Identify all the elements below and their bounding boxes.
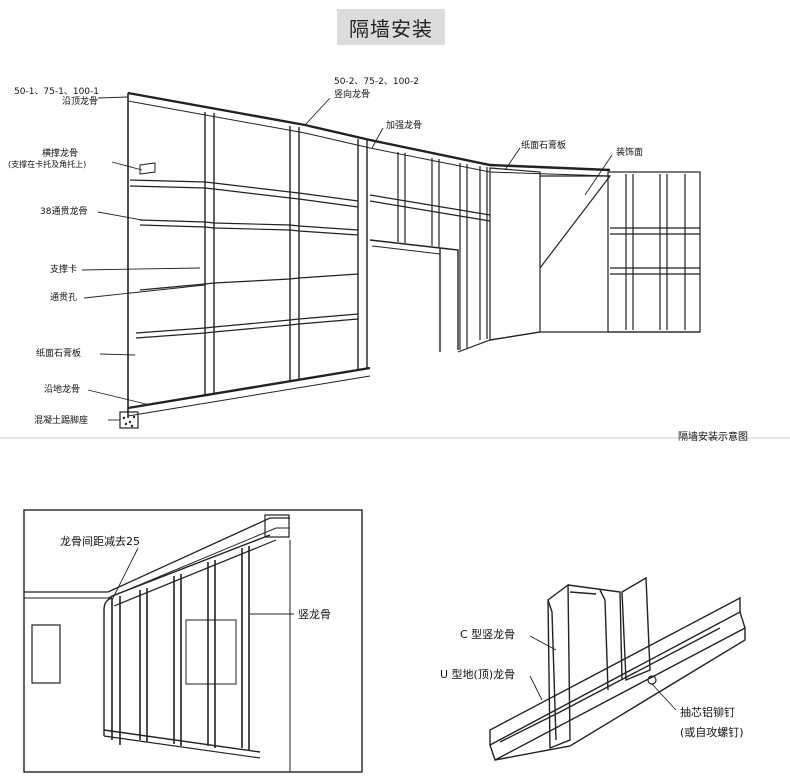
- vertical-studs: [204, 112, 368, 395]
- label-u-track: U 型地(顶)龙骨: [440, 667, 515, 681]
- bottom-left-diagram: [23, 509, 363, 773]
- label-top-track: 沿顶龙骨: [62, 95, 98, 107]
- top-caption: 隔墙安装示意图: [678, 430, 748, 443]
- page-title: 隔墙安装: [337, 9, 445, 45]
- label-floor-track: 沿地龙骨: [44, 383, 80, 395]
- bottom-right-diagram: [489, 576, 746, 762]
- label-board-left: 纸面石膏板: [36, 347, 81, 359]
- label-through-hole: 通贯孔: [50, 292, 77, 303]
- top-labels: 50-1、75-1、100-1 沿顶龙骨 50-2、75-2、100-2 竖向龙…: [8, 77, 748, 443]
- bottom-studs: [111, 546, 250, 750]
- bottom-right-labels: C 型竖龙骨 U 型地(顶)龙骨 抽芯铝铆钉 (或自攻螺钉): [440, 627, 744, 739]
- label-board-right: 纸面石膏板: [521, 139, 566, 151]
- bottom-left-labels: 龙骨间距减去25 竖龙骨: [60, 535, 331, 621]
- label-vertical-stud: 竖龙骨: [298, 608, 331, 621]
- floor-track: [127, 366, 371, 410]
- label-c-stud: C 型竖龙骨: [460, 627, 515, 641]
- label-concrete-base: 混凝土踢脚座: [34, 414, 88, 426]
- label-screw: (或自攻螺钉): [680, 725, 744, 739]
- label-cross-stud-note: (支撑在卡托及角托上): [8, 159, 86, 169]
- top-track: [127, 91, 611, 172]
- label-finish: 装饰面: [616, 146, 643, 158]
- label-stud-code: 50-2、75-2、100-2: [334, 77, 419, 87]
- label-cross-stud: 横撑龙骨: [42, 147, 78, 159]
- label-stud: 竖向龙骨: [334, 88, 370, 100]
- label-reinforce: 加强龙骨: [386, 119, 422, 131]
- label-rivet: 抽芯铝铆钉: [680, 705, 735, 719]
- label-spacing: 龙骨间距减去25: [60, 535, 140, 548]
- label-top-track-code: 50-1、75-1、100-1: [14, 87, 99, 97]
- top-diagram: [0, 91, 790, 439]
- label-brace-clip: 支撑卡: [50, 263, 77, 275]
- label-through38: 38通贯龙骨: [40, 205, 87, 217]
- through-channels: [129, 179, 359, 339]
